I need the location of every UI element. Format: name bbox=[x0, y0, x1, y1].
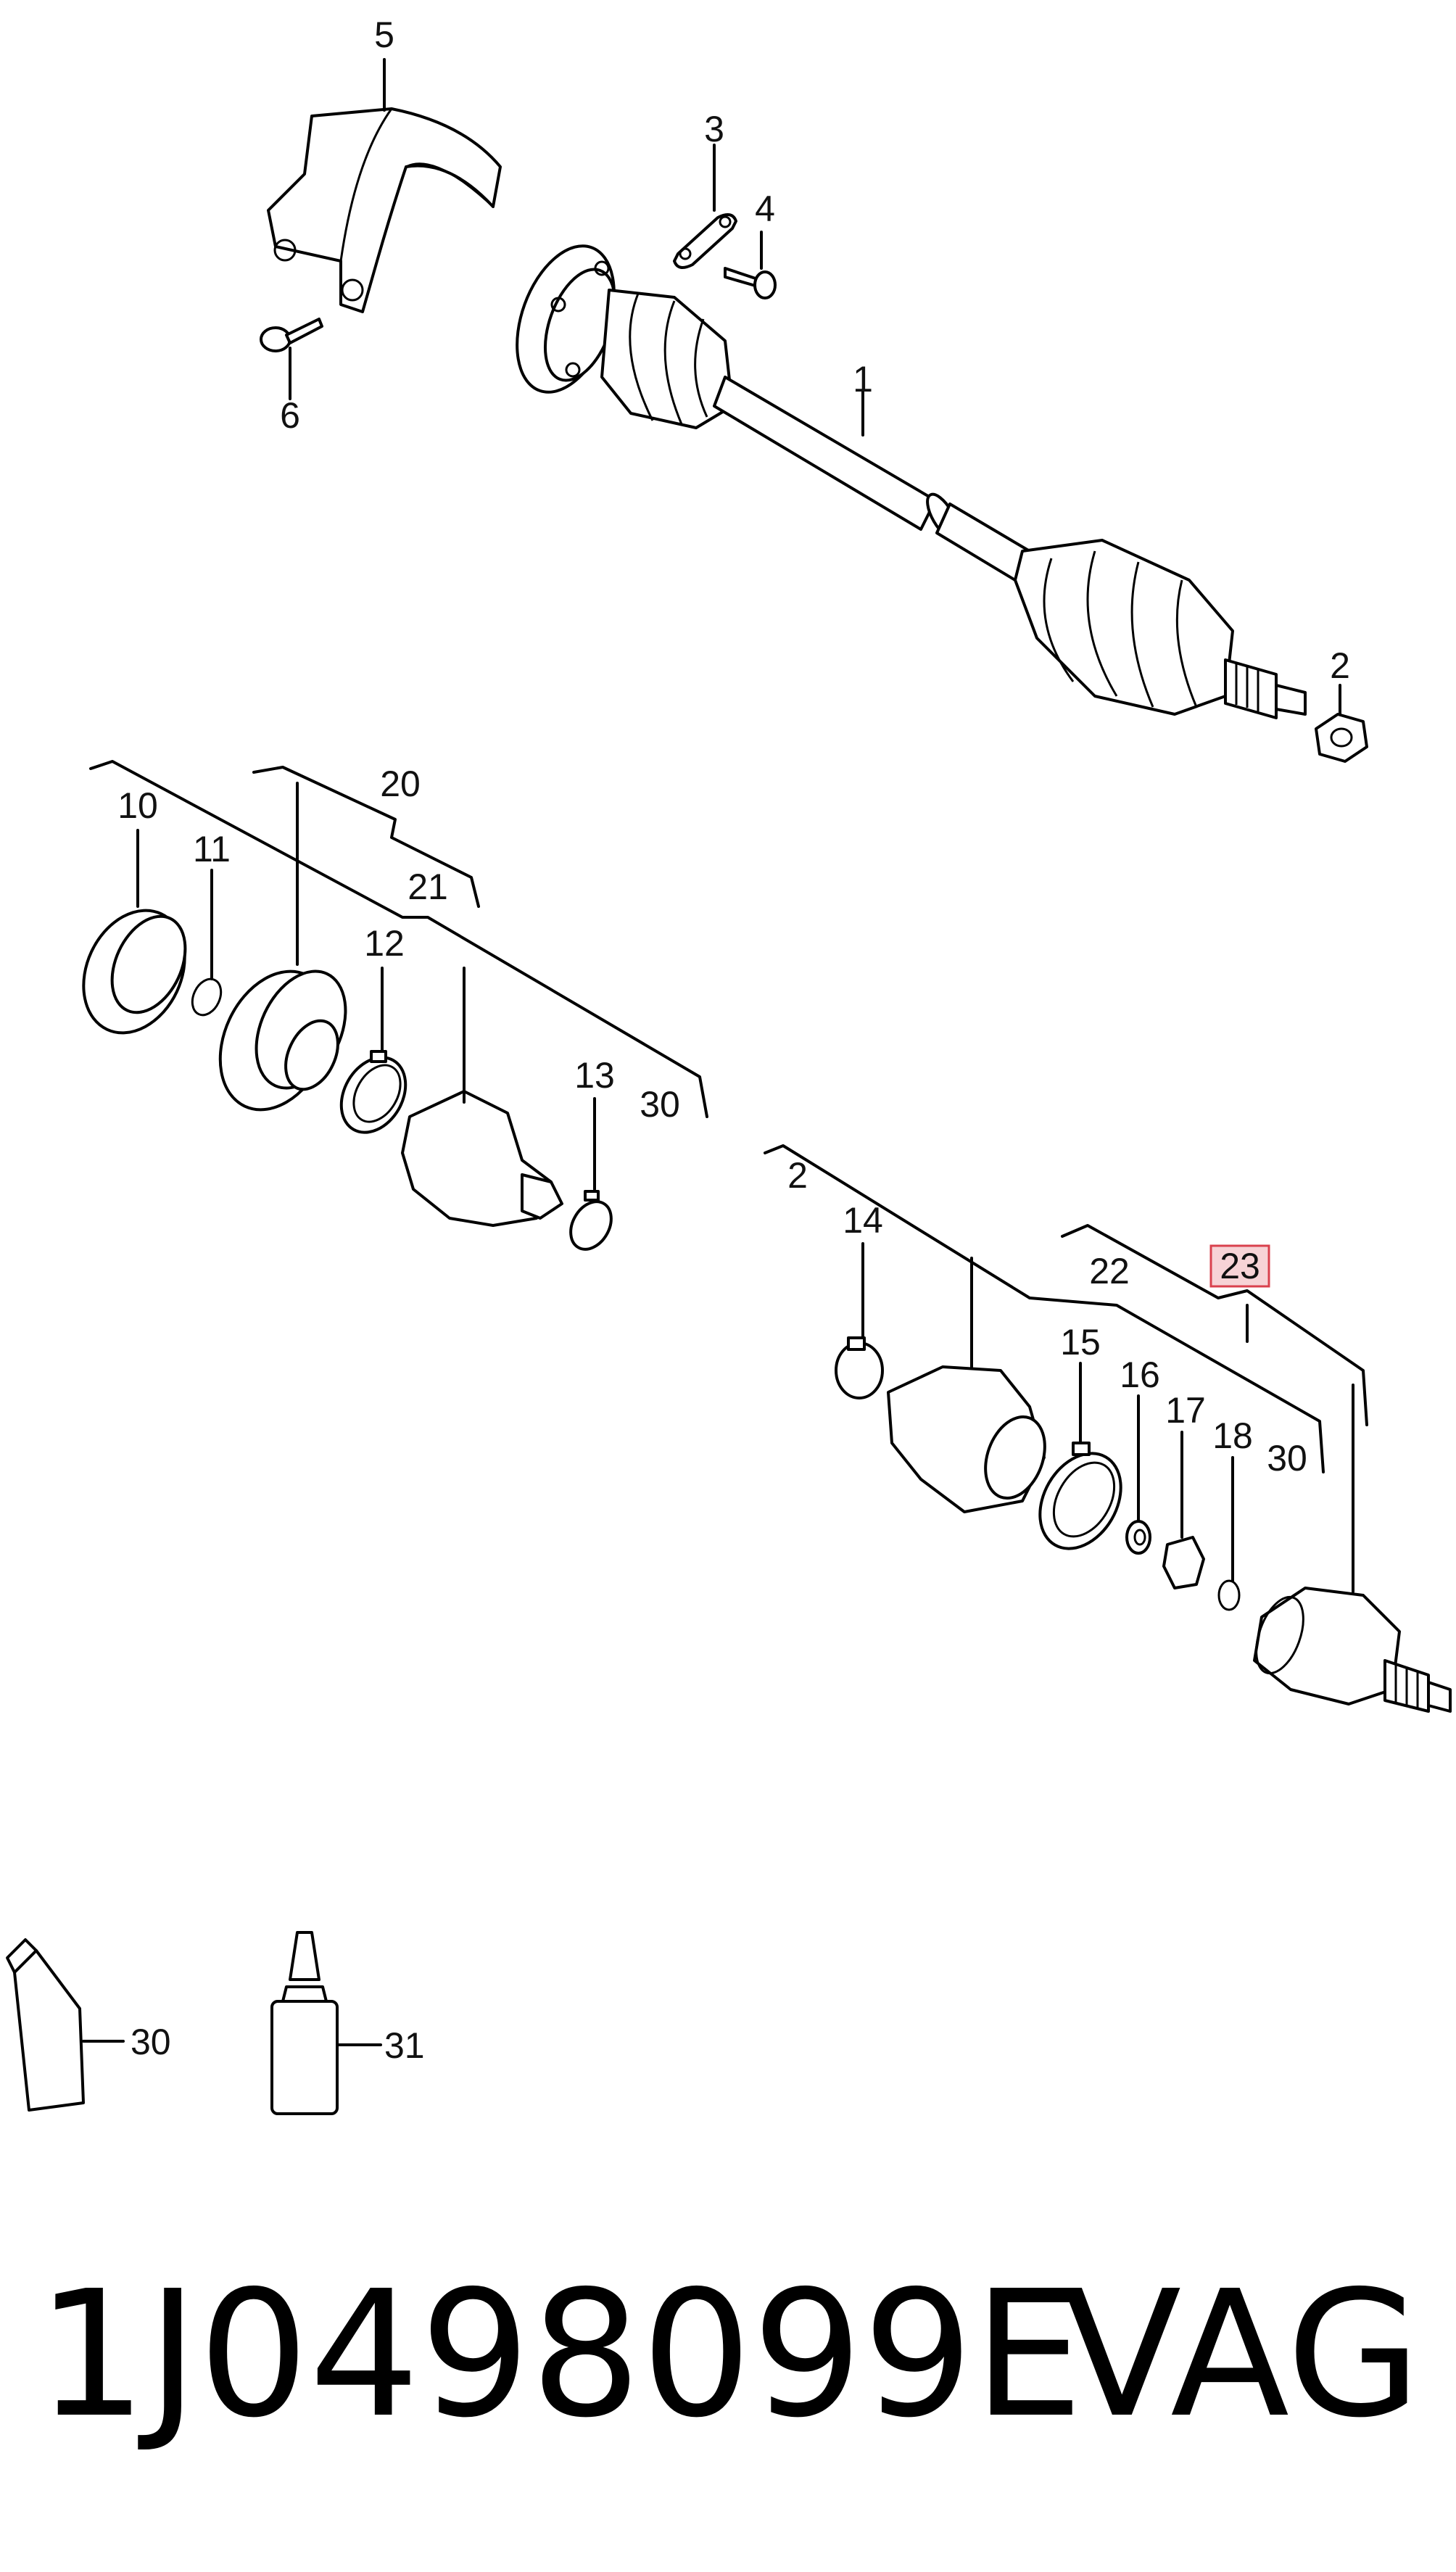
leader-lines bbox=[89, 58, 1368, 1593]
callout-1: 1 bbox=[853, 359, 873, 400]
callout-6: 6 bbox=[280, 395, 300, 436]
callout-12: 12 bbox=[364, 923, 405, 964]
callout-23-highlight bbox=[1209, 1244, 1270, 1288]
nut-part bbox=[1315, 713, 1368, 763]
callout-23: 23 bbox=[1220, 1246, 1260, 1286]
grease-tube bbox=[6, 1938, 125, 2112]
part-number: 1J0498099E bbox=[36, 2253, 1083, 2456]
outer-joint-kit bbox=[835, 1336, 1452, 1713]
locking-plate-part bbox=[673, 213, 737, 269]
callout-2-right: 2 bbox=[787, 1155, 808, 1196]
inner-joint-kit bbox=[82, 909, 613, 1251]
callout-2-top: 2 bbox=[1330, 645, 1350, 686]
callout-21: 21 bbox=[408, 867, 448, 907]
callout-31: 31 bbox=[384, 2025, 425, 2066]
callout-10: 10 bbox=[117, 785, 158, 826]
callout-17: 17 bbox=[1165, 1390, 1206, 1431]
bolt-part-4 bbox=[724, 267, 777, 299]
callout-30-bottom: 30 bbox=[131, 2022, 171, 2062]
brand-name: VAG bbox=[1062, 2253, 1421, 2456]
callout-20: 20 bbox=[380, 764, 421, 804]
callout-16: 16 bbox=[1120, 1355, 1160, 1395]
callout-14: 14 bbox=[843, 1200, 883, 1241]
callout-30-left: 30 bbox=[640, 1084, 680, 1125]
callout-13: 13 bbox=[574, 1055, 615, 1096]
callout-15: 15 bbox=[1060, 1322, 1101, 1363]
bolt-part-6 bbox=[260, 318, 323, 352]
sealant-bottle bbox=[270, 1931, 382, 2115]
callout-3: 3 bbox=[704, 109, 724, 149]
callout-22: 22 bbox=[1089, 1251, 1130, 1291]
drive-shaft-assembly bbox=[516, 244, 1307, 719]
callout-labels: 5 3 4 6 1 2 10 11 20 21 12 13 30 2 14 22… bbox=[117, 15, 1350, 2066]
heat-shield-part bbox=[267, 107, 502, 313]
callout-11: 11 bbox=[193, 829, 231, 869]
callout-4: 4 bbox=[755, 189, 775, 229]
callout-18: 18 bbox=[1212, 1415, 1253, 1456]
callout-5: 5 bbox=[374, 15, 394, 55]
callout-30-right: 30 bbox=[1267, 1438, 1307, 1479]
